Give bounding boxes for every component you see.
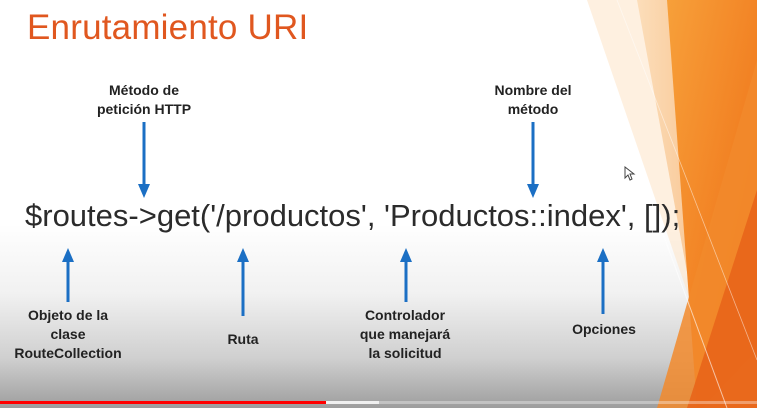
label-http-method: Método de petición HTTP	[96, 82, 192, 117]
label-method-name: Nombre del método	[494, 82, 572, 117]
arrow-up-icon	[400, 248, 412, 302]
mouse-cursor-icon	[624, 166, 636, 181]
arrow-down-icon	[138, 122, 150, 198]
video-progress-fill	[0, 401, 326, 404]
arrow-up-icon	[237, 248, 249, 316]
label-controller: Controlador que manejará la solicitud	[359, 307, 451, 361]
decorative-orange-shapes	[577, 0, 757, 408]
arrow-up-icon	[597, 248, 609, 314]
label-routecollection-object: Objeto de la clase RouteCollection	[14, 307, 122, 361]
arrow-down-icon	[527, 122, 539, 198]
label-route: Ruta	[227, 331, 259, 347]
arrow-up-icon	[62, 248, 74, 302]
slide-title: Enrutamiento URI	[27, 8, 309, 47]
route-code-line: $routes->get('/productos', 'Productos::i…	[25, 198, 681, 233]
video-progress-bar[interactable]	[0, 401, 757, 404]
label-options: Opciones	[572, 321, 636, 337]
